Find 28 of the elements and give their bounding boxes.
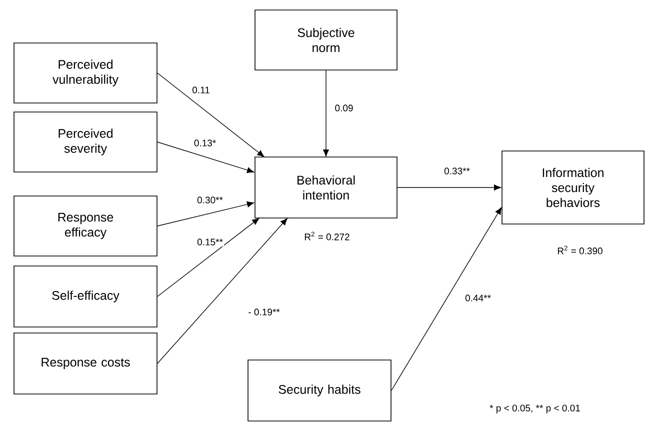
factor-box: Perceived severity [14, 112, 158, 172]
arrow [397, 184, 502, 190]
factor-box: Response efficacy [14, 196, 158, 256]
factor-box: Perceived vulnerability [14, 42, 158, 104]
edge-label: 0.09 [335, 104, 353, 112]
factor-box: Information security behaviors [502, 150, 644, 224]
edge-label: 0.11 [192, 86, 210, 94]
arrow [323, 70, 329, 157]
edge-label: 0.44** [465, 294, 491, 302]
arrow [391, 207, 502, 391]
edge-label: 0.15** [197, 238, 223, 246]
edge-label: 0.33** [444, 168, 470, 174]
edge-label: 0.13* [194, 140, 216, 146]
factor-box: Response costs [14, 332, 158, 394]
arrow [157, 142, 254, 174]
arrow [157, 218, 260, 297]
arrow [157, 218, 288, 364]
factor-box: Subjective norm [254, 10, 398, 70]
r-squared-label: R$^{2}$ = 0.390 [558, 246, 602, 254]
arrow [157, 72, 264, 158]
arrow [157, 201, 254, 226]
r-squared-label: R$^{2}$ = 0.272 [304, 232, 350, 240]
edge-label: - 0.19** [248, 308, 280, 316]
factor-box: Security habits [248, 360, 392, 422]
footnote: * p < 0.05, ** p < 0.01 [490, 404, 580, 414]
factor-box: Behavioral intention [254, 156, 398, 218]
edge-label: 0.30** [197, 196, 223, 204]
factor-box: Self-efficacy [14, 266, 158, 328]
